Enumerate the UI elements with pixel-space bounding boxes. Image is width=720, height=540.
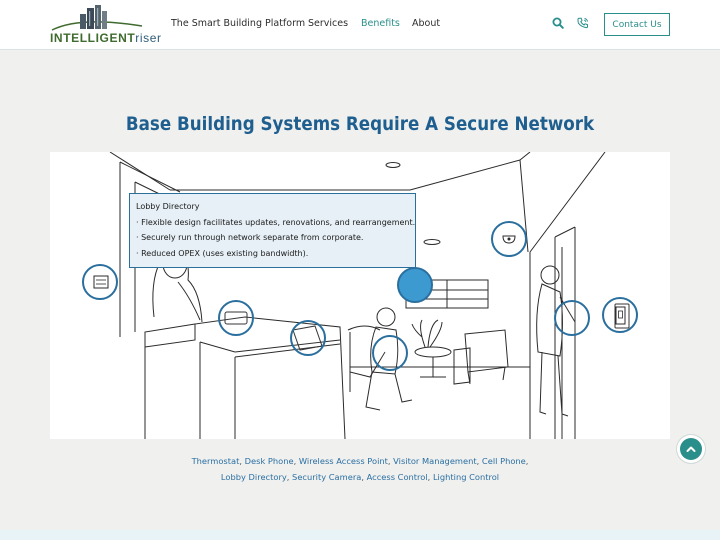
nav-smart-building-platform[interactable]: The Smart Building Platform <box>171 18 306 29</box>
wall-switch-icon <box>615 306 626 325</box>
footer-band <box>0 530 720 540</box>
phone-icon[interactable] <box>576 16 590 30</box>
device-links-line1: Thermostat, Desk Phone, Wireless Access … <box>191 456 529 466</box>
nav-benefits[interactable]: Benefits <box>361 18 400 29</box>
lobby-line-drawing <box>109 152 630 439</box>
link-access-control[interactable]: Access Control <box>366 472 428 482</box>
camera-icon <box>502 235 516 244</box>
scroll-to-top-button[interactable] <box>680 438 702 460</box>
tooltip-bullet: · Reduced OPEX (uses existing bandwidth)… <box>136 248 309 258</box>
hotspot-access-control[interactable] <box>554 300 590 336</box>
tooltip-bullet: · Flexible design facilitates updates, r… <box>136 217 416 227</box>
site-header: INTELLIGENTriser The Smart Building Plat… <box>0 0 720 50</box>
hotspot-lighting-control[interactable] <box>602 297 638 333</box>
hotspot-lobby-directory[interactable] <box>397 267 433 303</box>
thermostat-icon <box>93 275 109 289</box>
chevron-up-icon <box>686 446 696 452</box>
link-security-camera[interactable]: Security Camera <box>292 472 362 482</box>
logo-wordmark: INTELLIGENTriser <box>50 31 162 45</box>
link-cell-phone[interactable]: Cell Phone <box>481 456 526 466</box>
link-thermostat[interactable]: Thermostat <box>191 456 240 466</box>
link-lobby-directory[interactable]: Lobby Directory <box>220 472 287 482</box>
search-icon[interactable] <box>551 16 565 30</box>
tooltip-title: Lobby Directory <box>136 202 200 211</box>
nav-about[interactable]: About <box>412 18 441 29</box>
hotspot-thermostat[interactable] <box>82 264 118 300</box>
link-desk-phone[interactable]: Desk Phone <box>244 456 294 466</box>
hotspot-cell-phone[interactable] <box>372 335 408 371</box>
nav-services[interactable]: Services <box>308 18 349 29</box>
device-links-line2: Lobby Directory, Security Camera, Access… <box>220 472 500 482</box>
logo-buildings-icon <box>51 5 143 31</box>
hotspot-security-camera[interactable] <box>491 221 527 257</box>
tooltip-bullet: · Securely run through network separate … <box>136 233 364 242</box>
hotspot-desk-phone[interactable] <box>218 300 254 336</box>
link-visitor-management[interactable]: Visitor Management <box>393 456 477 466</box>
link-wireless-access-point[interactable]: Wireless Access Point <box>298 456 388 466</box>
hotspot-visitor-management[interactable] <box>290 320 326 356</box>
link-lighting-control[interactable]: Lighting Control <box>432 472 500 482</box>
logo[interactable]: INTELLIGENTriser <box>50 4 161 46</box>
lobby-directory-tooltip: Lobby Directory · Flexible design facili… <box>129 193 416 268</box>
section-title: Base Building Systems Require A Secure N… <box>125 113 595 135</box>
contact-us-button[interactable]: Contact Us <box>604 13 670 36</box>
